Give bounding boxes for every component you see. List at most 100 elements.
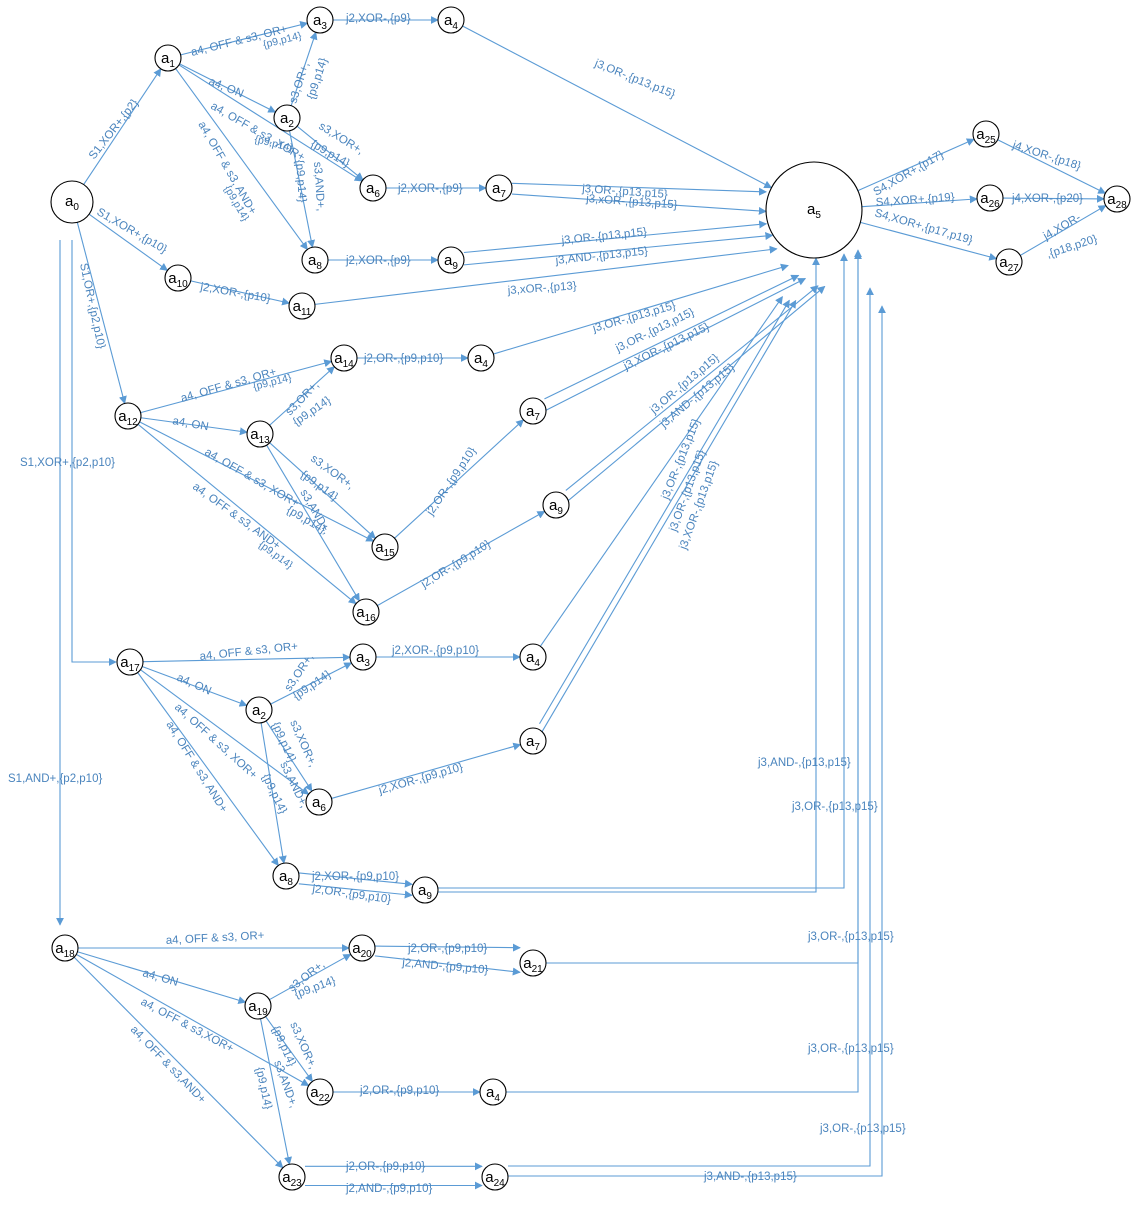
edge-a7-a5-xor	[511, 193, 767, 215]
edge-label-e4_5: j3,OR-,{p13,p15}	[592, 57, 677, 101]
node-a7: a7	[519, 727, 547, 755]
node-circle	[306, 6, 334, 34]
node-label: a10	[168, 270, 188, 290]
edge-label-e2_3p: {p9,p14}	[305, 56, 330, 101]
node-a18: a18	[51, 934, 79, 962]
node-circle	[246, 420, 274, 448]
edge-a2-a8-lower	[260, 722, 287, 864]
edge-a7-a5-or-lower	[539, 299, 790, 725]
node-circle	[278, 1163, 306, 1191]
node-label: a13	[250, 426, 270, 446]
edge-label-e19_23: s3,AND+,	[271, 1059, 299, 1110]
node-circle	[976, 184, 1004, 212]
node-circle	[352, 598, 380, 626]
edge-label-e22_4: j2,OR-,{p9,p10}	[359, 1085, 439, 1097]
edge-label-e9_5b: j3,AND-,{p13,p15}	[554, 245, 649, 267]
edge-a1-a6	[178, 64, 363, 182]
node-a24: a24	[481, 1163, 509, 1191]
node-a8: a8	[301, 246, 329, 274]
node-label: a4	[444, 12, 458, 32]
edge-label-e9_5a: j3,OR-,{p13,p15}	[560, 226, 648, 247]
node-label: a4	[486, 1084, 500, 1104]
node-label: a2	[252, 702, 266, 722]
node-a27: a27	[995, 248, 1023, 276]
node-label: a20	[352, 940, 372, 960]
node-a15: a15	[371, 533, 399, 561]
edge-a7-a5-or	[511, 182, 767, 196]
node-circle	[995, 248, 1023, 276]
edge-a8-a9-xor	[298, 872, 413, 888]
edge-labels-layer: S1,XOR+,{p2}a4, OFF & s3, OR+{p9,p14}j2,…	[8, 13, 1099, 1195]
edge-a12-a13	[140, 417, 248, 436]
edge-a9-a5-and-lower	[438, 257, 820, 893]
edge-a18-a19	[77, 951, 247, 1005]
edge-a13-a15	[269, 442, 376, 539]
node-label: a7	[526, 733, 540, 753]
edge-a26-a28	[1002, 194, 1105, 203]
edge-label-e0_18: S1,AND+,{p2,p10}	[8, 773, 102, 785]
edge-a8-a9-or	[298, 883, 413, 899]
node-circle	[288, 292, 316, 320]
edge-label-e5_26: S4,XOR+,{p19}	[875, 192, 955, 209]
node-circle	[485, 174, 513, 202]
edge-a9-a5-or-mid	[565, 285, 819, 491]
edge-a4-a5-bottom	[506, 251, 862, 1093]
node-label: a9	[444, 252, 458, 272]
node-label: a7	[492, 180, 506, 200]
edge-a24-a5-and	[508, 305, 886, 1177]
edge-a6-a7-lower	[331, 742, 522, 799]
node-circle	[359, 174, 387, 202]
edge-label-e0_1: S1,XOR+,{p2}	[87, 97, 141, 162]
node-circle	[301, 246, 329, 274]
edge-a1-a8	[175, 68, 308, 251]
edge-label-e2_8p: {p9,p14}	[293, 159, 308, 203]
edge-a4-a5-lower	[539, 295, 783, 647]
node-label: a28	[1107, 191, 1127, 211]
node-circle	[765, 161, 863, 259]
node-a19: a19	[244, 992, 272, 1020]
edge-label-e1_8: a4, OFF & s3, AND+	[195, 120, 258, 217]
edge-label-e21_5: j3,OR-,{p13,p15}	[807, 931, 894, 943]
node-label: a1	[161, 50, 175, 70]
node-circle	[479, 1078, 507, 1106]
node-a3: a3	[349, 643, 377, 671]
node-label: a6	[312, 794, 326, 814]
edge-a20-a21-or	[374, 943, 521, 952]
edge-label-e23_24a: j2,OR-,{p9,p10}	[345, 1161, 425, 1173]
edge-label-e11_5: j3,xOR-,{p13}	[506, 280, 577, 297]
node-label: a21	[523, 955, 543, 975]
edge-a9-a5-or	[463, 220, 768, 254]
node-circle	[519, 397, 547, 425]
edge-label-e0_10: S1,XOR+,{p10}	[95, 206, 170, 256]
edge-label-e9c_5a: j3,AND-,{p13,p15}	[757, 757, 851, 769]
node-circle	[349, 643, 377, 671]
node-a0: a0	[50, 180, 94, 224]
node-a10: a10	[164, 264, 192, 292]
node-a12: a12	[114, 402, 142, 430]
node-a26: a26	[976, 184, 1004, 212]
node-circle	[519, 949, 547, 977]
node-a14: a14	[330, 344, 358, 372]
node-a9: a9	[411, 876, 439, 904]
edge-a11-a5	[314, 245, 778, 305]
edge-label-e3_4: j2,XOR-,{p9}	[345, 13, 411, 25]
node-a4: a4	[479, 1078, 507, 1106]
edge-label-e9c_5b: j3,OR-,{p13,p15}	[791, 801, 878, 813]
node-label: a18	[55, 940, 75, 960]
node-circle	[164, 264, 192, 292]
node-circle	[305, 788, 333, 816]
edge-label-e20_21b: j2,AND-,{p9,p10}	[401, 957, 489, 977]
edge-a17-a8	[137, 672, 279, 867]
edge-label-e17_2: a4, ON	[175, 672, 213, 698]
node-label: a17	[120, 654, 140, 674]
node-label: a19	[248, 998, 268, 1018]
edge-label-e26_28: j4,XOR-,{p20}	[1011, 193, 1083, 205]
edge-a17-a6	[140, 669, 310, 795]
node-a6: a6	[305, 788, 333, 816]
edge-a19-a22	[265, 1016, 313, 1083]
edge-a13-a16	[266, 444, 360, 602]
edge-label-e5_25: S4,XOR+,{p17}	[872, 149, 947, 199]
edge-a12-a14	[140, 359, 333, 414]
node-a7: a7	[485, 174, 513, 202]
